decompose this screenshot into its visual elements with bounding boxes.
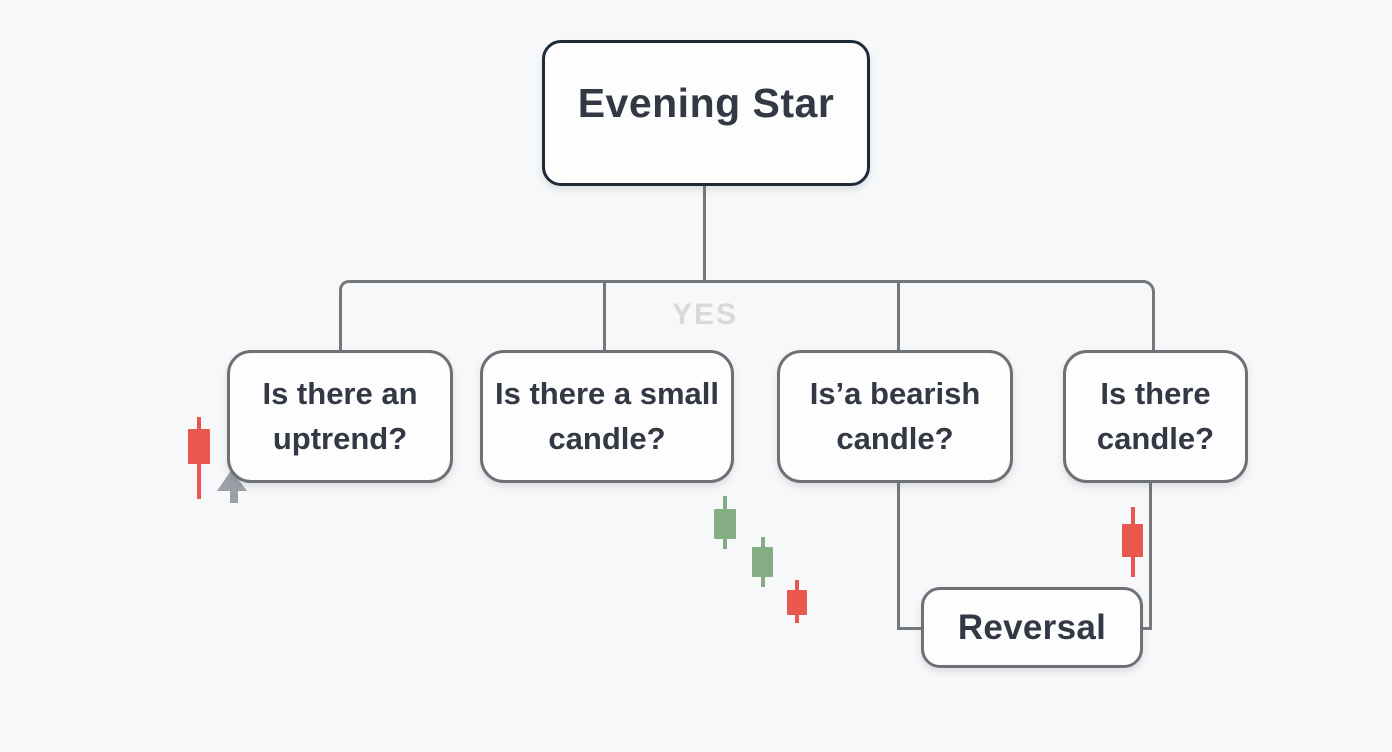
connector-drop-q3 xyxy=(897,280,900,350)
connector-branch-rail xyxy=(350,280,1145,283)
connector-q4-down xyxy=(1149,483,1152,630)
question-label: Is there candle? xyxy=(1096,375,1215,456)
connector-root-stem xyxy=(703,186,706,283)
connector-drop-q2 xyxy=(603,280,606,350)
connector-q4-into-result xyxy=(1140,627,1152,630)
result-node-reversal: Reversal xyxy=(921,587,1143,668)
root-node-evening-star: Evening Star xyxy=(542,40,870,186)
question-label: Is’a bearish candle? xyxy=(809,375,981,456)
green-candlestick-icon xyxy=(714,496,736,549)
candle-body xyxy=(188,429,210,464)
branch-label-yes: YES xyxy=(671,298,739,331)
question-node-uptrend: Is there an uptrend? xyxy=(227,350,453,483)
question-node-small-candle: Is there a small candle? xyxy=(480,350,734,483)
green-candlestick-icon xyxy=(752,537,773,587)
candle-body xyxy=(752,547,773,577)
candle-body xyxy=(714,509,736,539)
connector-corner-left xyxy=(339,280,356,353)
connector-q3-down xyxy=(897,483,900,630)
root-node-label: Evening Star xyxy=(577,79,835,126)
connector-q3-into-result xyxy=(897,627,924,630)
question-node-candle: Is there candle? xyxy=(1063,350,1248,483)
candle-body xyxy=(1122,524,1143,557)
question-label: Is there a small candle? xyxy=(494,375,719,456)
red-candlestick-icon xyxy=(1122,507,1143,577)
connector-corner-right xyxy=(1138,280,1155,353)
red-candlestick-icon xyxy=(188,417,210,499)
candle-body xyxy=(787,590,807,615)
arrow-stem xyxy=(230,489,238,503)
question-node-bearish-candle: Is’a bearish candle? xyxy=(777,350,1013,483)
red-candlestick-icon xyxy=(787,580,807,623)
question-label: Is there an uptrend? xyxy=(262,375,418,456)
result-label: Reversal xyxy=(957,607,1107,647)
